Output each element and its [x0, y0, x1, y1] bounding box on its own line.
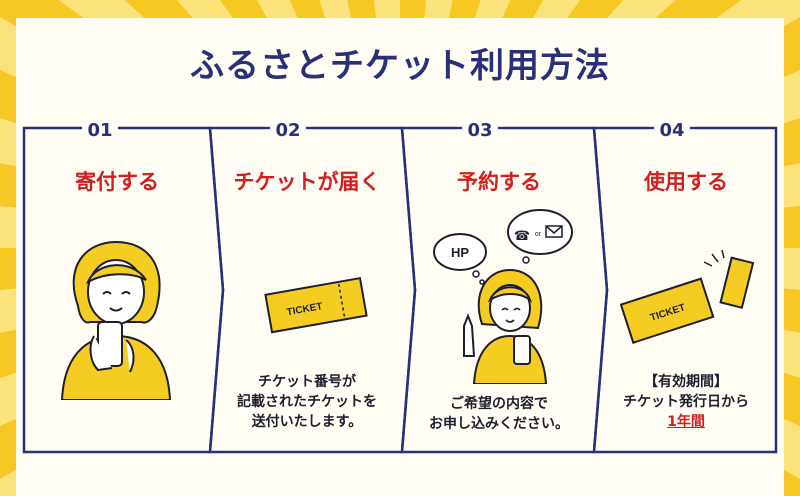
step-4-caption-line: チケット発行日から [623, 394, 749, 410]
svg-text:or: or [535, 231, 542, 238]
step-2-caption-line: チケット番号が [258, 374, 356, 390]
step-1-heading: 寄付する [75, 170, 159, 194]
step-4-caption-line: 【有効期間】 [644, 374, 728, 390]
person-pointing-icon [463, 268, 548, 384]
phone-or-mail-bubble-icon: ☎ or [507, 209, 573, 264]
step-3-number: 03 [467, 120, 493, 141]
step-frame-4 [592, 126, 778, 454]
reservation-illustration: HP ☎ or [433, 209, 573, 384]
step-2-caption: チケット番号が 記載されたチケットを 送付いたします。 [212, 372, 402, 432]
step-4-heading: 使用する [644, 170, 728, 194]
hp-bubble-icon: HP [433, 233, 487, 285]
step-2-caption-line: 記載されたチケットを [237, 394, 377, 410]
step-2-number: 02 [275, 120, 301, 141]
step-3-caption-line: お申し込みください。 [429, 416, 569, 432]
step-2-heading: チケットが届く [233, 170, 381, 194]
validity-period-highlight: 1年間 [667, 414, 705, 430]
ticket-icon: TICKET [264, 276, 368, 334]
svg-text:☎: ☎ [514, 229, 530, 244]
person-with-phone-icon [60, 240, 172, 400]
step-4-number: 04 [659, 120, 685, 141]
step-2-caption-line: 送付いたします。 [251, 414, 363, 430]
step-3-heading: 予約する [457, 170, 541, 194]
step-4-caption: 【有効期間】 チケット発行日から 1年間 [596, 372, 776, 432]
page-title: ふるさとチケット利用方法 [190, 46, 610, 86]
step-3-caption-line: ご希望の内容で [450, 396, 548, 412]
svg-text:HP: HP [451, 245, 469, 260]
used-ticket-icon: TICKET [620, 249, 755, 344]
step-3-caption: ご希望の内容で お申し込みください。 [404, 394, 594, 434]
step-1-number: 01 [87, 120, 113, 141]
